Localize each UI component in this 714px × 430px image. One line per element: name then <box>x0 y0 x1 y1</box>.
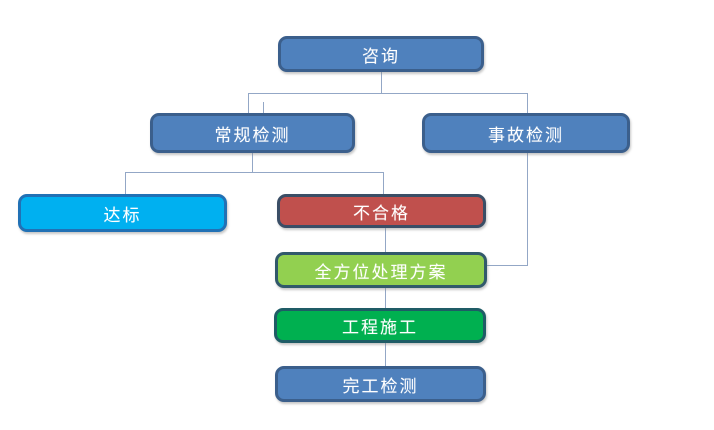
connector-construction-to-completion <box>385 343 386 366</box>
node-construction-label: 工程施工 <box>342 318 418 337</box>
node-accident-inspection: 事故检测 <box>422 113 630 153</box>
connector-accident-down <box>527 153 528 266</box>
connector-to-standard-met <box>125 172 126 194</box>
connector-accident-to-plan <box>487 265 528 266</box>
connector-to-accident-inspection <box>527 93 528 113</box>
connector-stub <box>263 102 264 113</box>
node-treatment-plan-label: 全方位处理方案 <box>314 262 448 282</box>
node-regular-inspection-label: 常规检测 <box>214 125 291 145</box>
node-consultation-label: 咨询 <box>362 46 400 66</box>
node-completion-inspection: 完工检测 <box>275 366 486 402</box>
node-unqualified: 不合格 <box>277 194 486 228</box>
connector-consult-down <box>381 72 382 93</box>
connector-row2-split <box>125 172 384 173</box>
node-standard-met-label: 达标 <box>103 205 142 225</box>
connector-regular-down <box>252 153 253 172</box>
connector-to-regular-inspection <box>248 93 249 113</box>
node-treatment-plan: 全方位处理方案 <box>275 252 487 288</box>
node-construction: 工程施工 <box>274 308 486 343</box>
node-consultation: 咨询 <box>278 36 484 72</box>
node-completion-inspection-label: 完工检测 <box>342 376 419 396</box>
connector-plan-to-construction <box>385 288 386 308</box>
node-accident-inspection-label: 事故检测 <box>488 125 564 145</box>
node-regular-inspection: 常规检测 <box>150 113 355 153</box>
connector-to-unqualified <box>383 172 384 194</box>
connector-unqualified-to-plan <box>385 228 386 252</box>
node-standard-met: 达标 <box>18 194 227 232</box>
node-unqualified-label: 不合格 <box>353 203 410 223</box>
connector-row1-split <box>248 93 528 94</box>
